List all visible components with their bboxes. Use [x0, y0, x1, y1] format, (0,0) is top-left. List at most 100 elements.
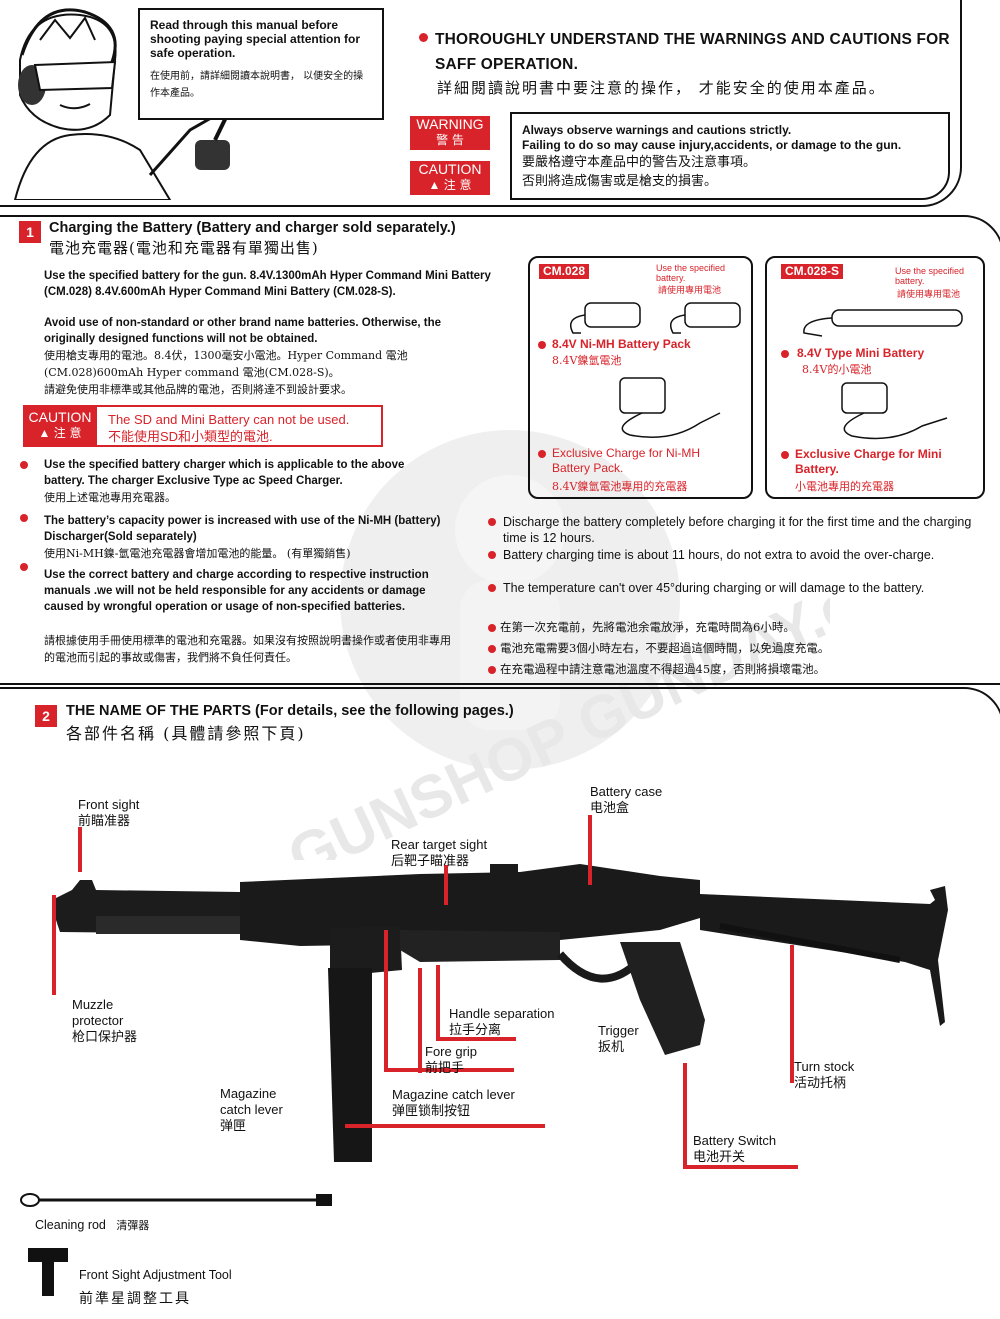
rear-sight-cn: 后靶子瞄准器: [391, 853, 470, 868]
leader-line: [384, 930, 388, 1070]
caution-label-cn-row: ▲ 注 意: [410, 177, 490, 193]
product-note-en: Use the specified battery.: [656, 263, 726, 283]
right-bullet-3-en: The temperature can't over 45°during cha…: [503, 581, 925, 595]
bullet-dot: [488, 584, 496, 592]
battery-pack-icon: [570, 302, 741, 334]
product-box-cm028s: CM.028-S Use the specified battery. 請使用專…: [765, 256, 985, 499]
magazine-en-2: catch lever: [220, 1102, 283, 1117]
left-bullet-3-en: Use the correct battery and charge accor…: [44, 569, 429, 613]
caution-label-en: CAUTION: [418, 161, 482, 177]
right-bullet-2-en: Battery charging time is about 11 hours,…: [503, 548, 935, 562]
section1-para-en: Use the specified battery for the gun. 8…: [44, 270, 491, 298]
speech-text-cn: 在使用前，請詳細閱讀本說明書， 以便安全的操作本產品。: [150, 71, 364, 99]
section1-title-en: Charging the Battery (Battery and charge…: [49, 220, 456, 236]
front-sight-en: Front sight: [78, 797, 140, 812]
leader-line: [588, 815, 592, 885]
right-bullet-2-cn: 電池充電需要3個小時左右，不要超過這個時間，以免過度充電。: [500, 641, 830, 655]
warning-triangle-icon: ▲: [38, 426, 51, 440]
label-magazine: Magazine catch lever 弹匣: [220, 1086, 283, 1134]
cleaning-rod-label: Cleaning rod 清彈器: [35, 1217, 149, 1234]
bullet-dot: [781, 451, 789, 459]
section1-number: 1: [19, 221, 41, 243]
left-bullet-3-cn: 請根據使用手冊使用標準的電池和充電器。如果沒有按照說明書操作或者使用非專用的電池…: [44, 634, 451, 664]
battery-case-cn: 电池盒: [590, 800, 630, 815]
turn-stock-cn: 活动托柄: [794, 1075, 847, 1090]
bullet-dot: [20, 461, 28, 469]
leader-line: [444, 865, 448, 905]
product-battery-cn: 8.4V的小電池: [802, 363, 872, 376]
trigger-cn: 扳机: [598, 1039, 625, 1054]
handle-cn: 拉手分离: [449, 1022, 502, 1037]
leader-line: [436, 965, 440, 1040]
product-battery-en: 8.4V Type Mini Battery: [797, 346, 925, 360]
battery-switch-cn: 电池开关: [693, 1149, 746, 1164]
cleaning-rod-en: Cleaning rod: [35, 1218, 106, 1232]
bullet-dot: [488, 645, 496, 653]
right-bullet-1-en: Discharge the battery completely before …: [503, 515, 972, 545]
product-code: CM.028: [539, 264, 590, 279]
magazine-en-1: Magazine: [220, 1086, 277, 1101]
caution-label-header: CAUTION ▲ 注 意: [410, 161, 490, 195]
label-trigger: Trigger 扳机: [598, 1023, 639, 1055]
fore-grip-en: Fore grip: [425, 1044, 478, 1059]
leader-line: [384, 1068, 514, 1072]
front-sight-cn: 前瞄准器: [78, 813, 131, 828]
battery-case-en: Battery case: [590, 784, 663, 799]
notice-cn-2: 否則將造成傷害或是槍支的損害。: [522, 174, 718, 189]
warning-label-cn: 警 告: [436, 133, 464, 147]
bullet-dot: [538, 450, 546, 458]
product-charger-en: Exclusive Charge for Mini Battery.: [795, 447, 942, 476]
bullet-dot: [488, 551, 496, 559]
title-bullet: [419, 33, 428, 42]
mini-battery-icon: [803, 309, 963, 337]
leader-line: [52, 895, 56, 995]
right-bullet-1-cn: 在第一次充電前，先將電池余電放淨，充電時間為6小時。: [500, 620, 795, 634]
mag-catch-cn: 弹匣锁制按钮: [392, 1103, 471, 1118]
speech-bubble: Read through this manual before shooting…: [138, 8, 384, 120]
bullet-dot: [20, 514, 28, 522]
muzzle-cn: 枪口保护器: [72, 1029, 138, 1044]
rear-sight-en: Rear target sight: [391, 837, 488, 852]
cartoon-mascot: [0, 0, 250, 201]
adjustment-tool-icon: [28, 1248, 68, 1296]
label-battery-case: Battery case 电池盒: [590, 784, 662, 816]
notice-en-2: Failing to do so may cause injury,accide…: [522, 138, 902, 152]
cleaning-rod-icon: [20, 1193, 332, 1207]
header-title-en: THOROUGHLY UNDERSTAND THE WARNINGS AND C…: [435, 31, 950, 73]
section1-para-en2: Avoid use of non-standard or other brand…: [44, 317, 442, 345]
cleaning-rod-cn: 清彈器: [116, 1219, 150, 1232]
section1-caution-text-cn: 不能使用SD和小類型的電池.: [108, 429, 273, 444]
section1-caution-text-en: The SD and Mini Battery can not be used.: [108, 412, 350, 427]
charger-icon: [619, 377, 721, 438]
mp40-gun-illustration: [52, 864, 948, 1162]
warning-label-en: WARNING: [416, 116, 484, 132]
bullet-dot: [20, 563, 28, 571]
turn-stock-en: Turn stock: [794, 1059, 855, 1074]
bullet-dot: [538, 341, 546, 349]
product-code: CM.028-S: [781, 264, 844, 279]
speech-text-en: Read through this manual before shooting…: [150, 18, 361, 60]
leader-line: [78, 827, 82, 872]
section1-caution-cn: 注 意: [53, 426, 82, 440]
product-note-en: Use the specified battery.: [895, 266, 965, 286]
label-handle: Handle separation 拉手分离: [449, 1006, 555, 1038]
notice-box: Always observe warnings and cautions str…: [510, 112, 950, 200]
label-rear-sight: Rear target sight 后靶子瞄准器: [391, 837, 487, 869]
left-bullet-1-en: Use the specified battery charger which …: [44, 459, 405, 487]
section1-para-cn: 使用槍支專用的電池。8.4伏，1300毫安小電池。Hyper Command 電…: [44, 349, 408, 379]
mascot-illustration: [13, 8, 234, 201]
product-charger-cn: 小電池專用的充電器: [795, 480, 894, 493]
product-charger-cn: 8.4V鎳氫電池專用的充電器: [552, 480, 688, 493]
leader-line: [683, 1063, 687, 1167]
section1-caution-cn-row: ▲ 注 意: [23, 425, 97, 441]
tool-label-cn: 前準星調整工具: [79, 1291, 191, 1307]
product-charger-en: Exclusive Charge for Ni-MH Battery Pack.: [552, 446, 701, 475]
leader-line: [683, 1165, 798, 1169]
warning-label: WARNING 警 告: [410, 116, 490, 150]
section1-caution-en: CAUTION: [28, 409, 92, 425]
left-bullet-2-en: The battery’s capacity power is increase…: [44, 515, 441, 543]
muzzle-en-2: protector: [72, 1013, 124, 1028]
fore-grip-cn: 前把手: [425, 1060, 465, 1075]
product-box-cm028: CM.028 Use the specified battery. 請使用專用電…: [528, 256, 753, 499]
bullet-dot: [488, 518, 496, 526]
